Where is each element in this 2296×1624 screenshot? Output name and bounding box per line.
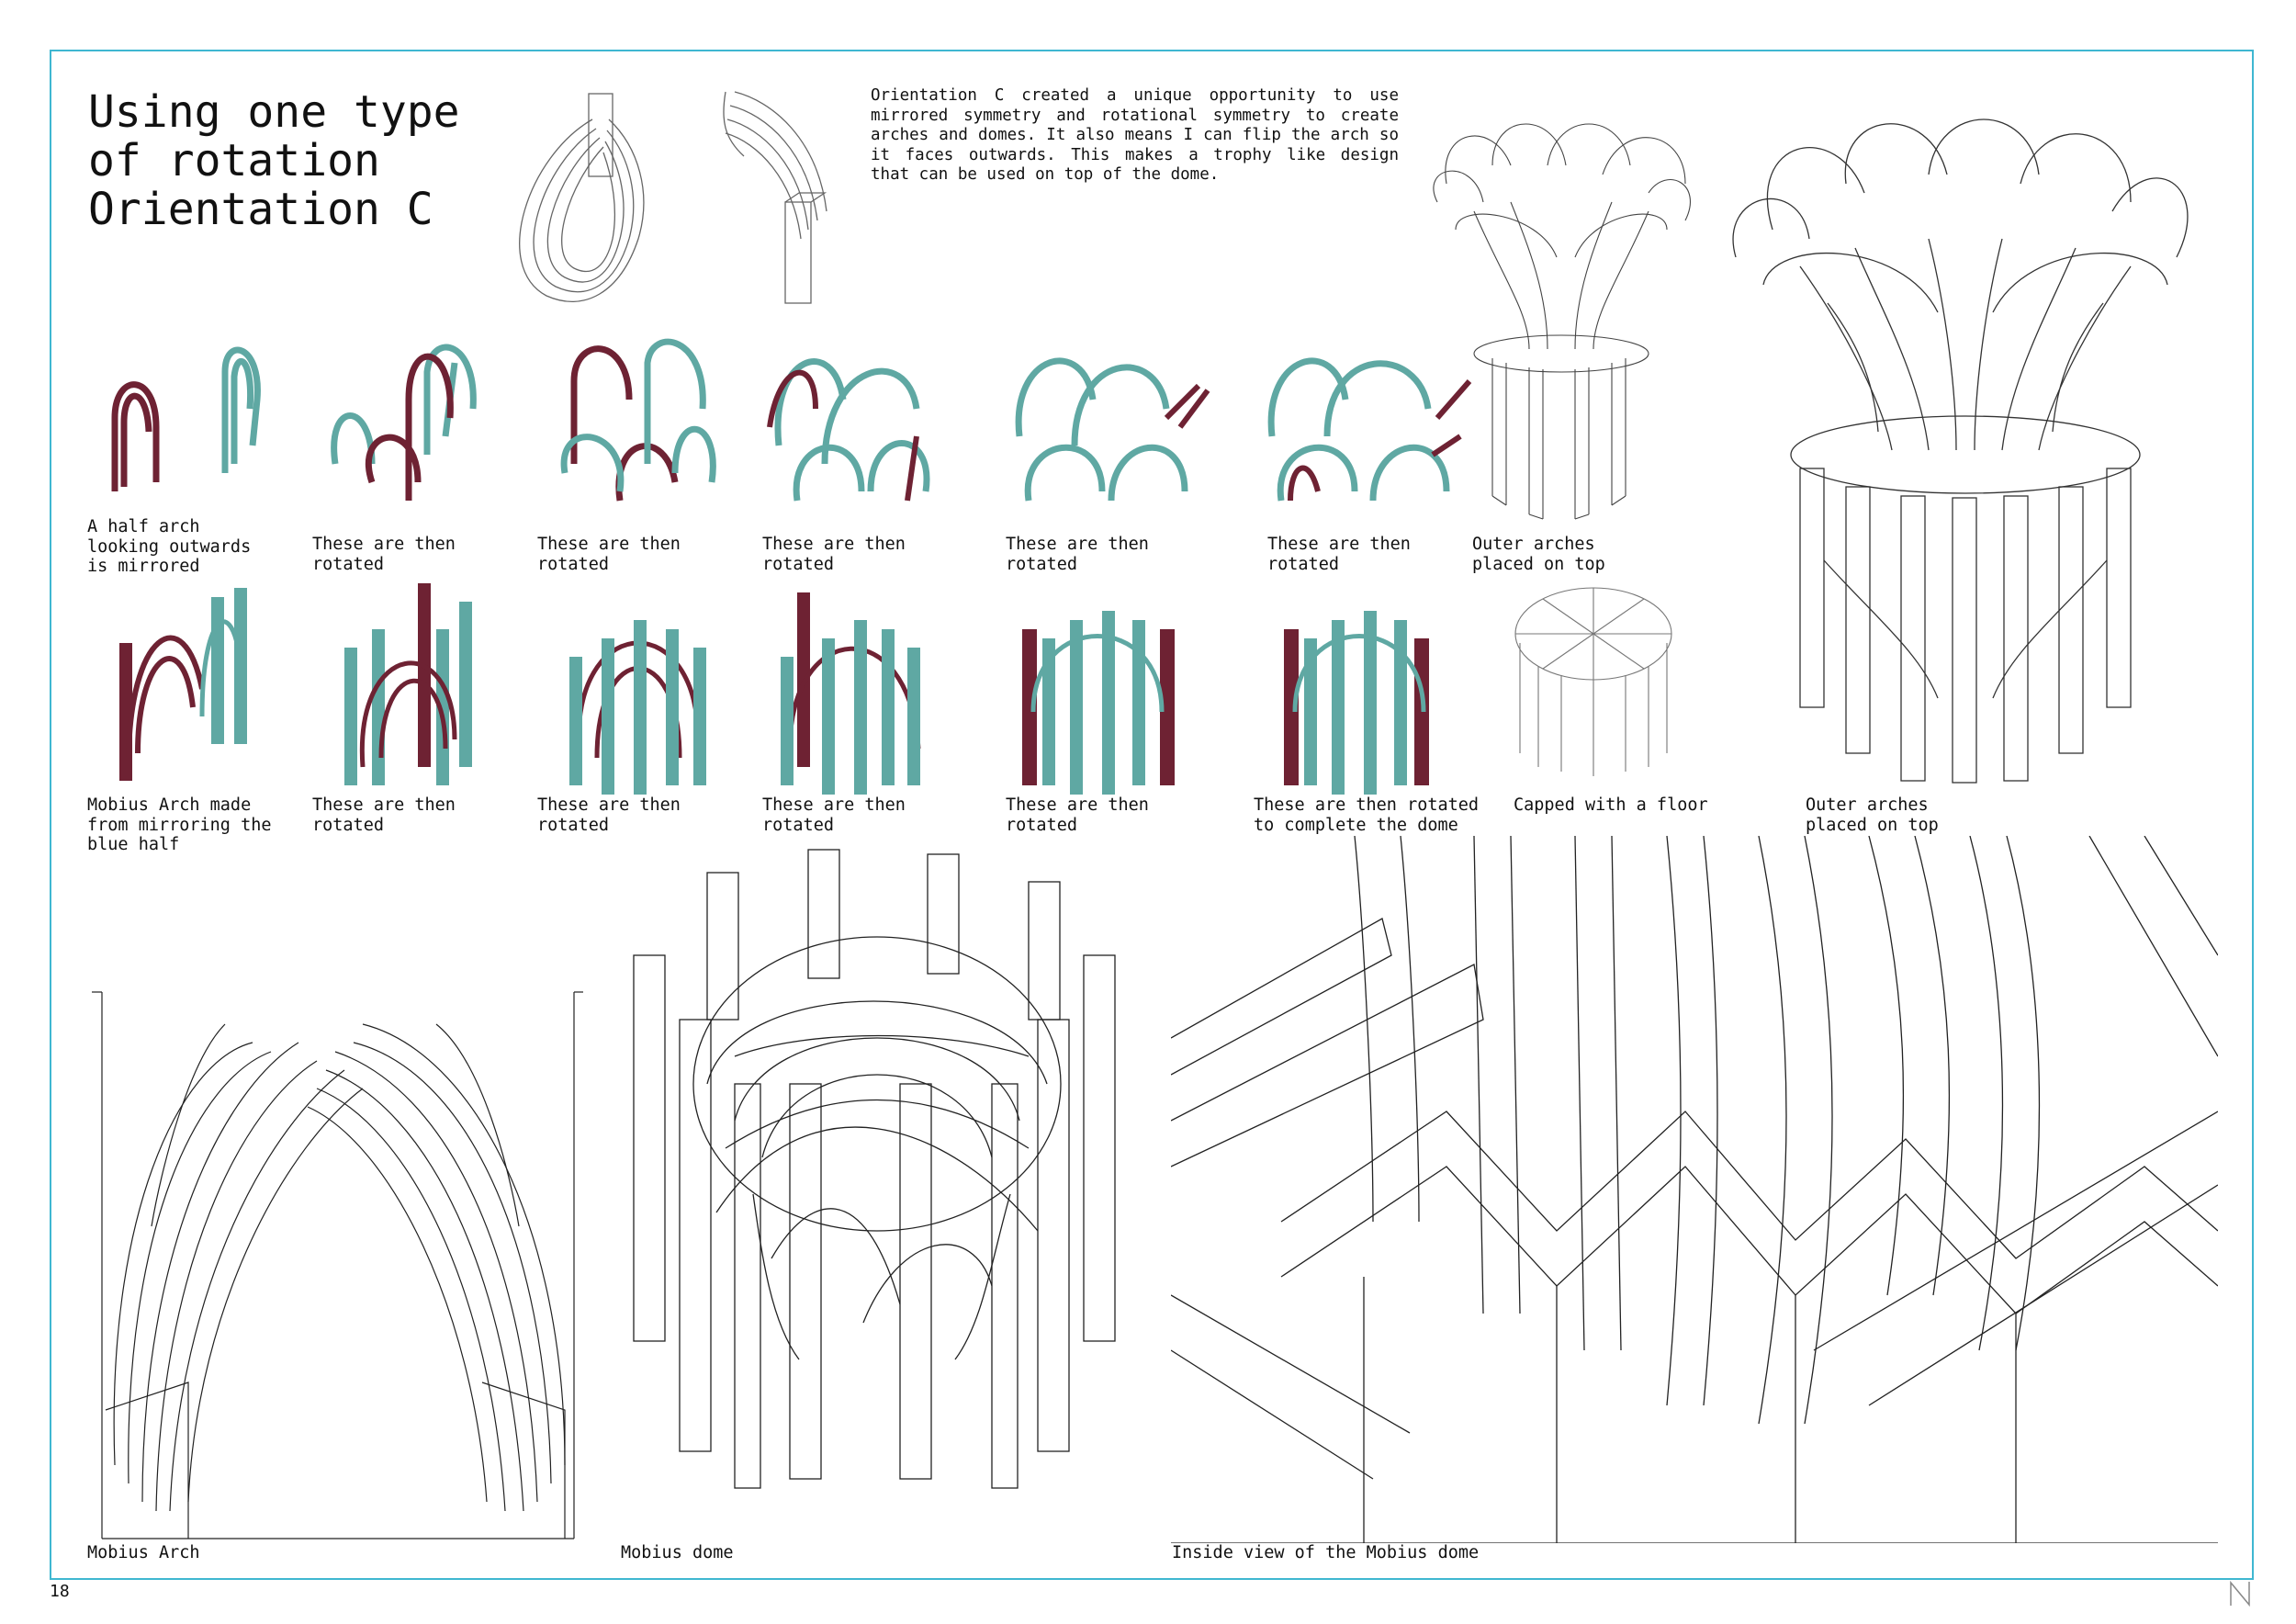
row1-caption-1: A half arch looking outwards is mirrored [87,517,252,576]
row1-caption-7: Outer arches placed on top [1472,535,1605,574]
row2-caption-5: These are then rotated [1006,795,1149,835]
caption-mobius-dome: Mobius dome [621,1543,734,1562]
row1-figure-3 [546,326,721,519]
intro-text: Orientation C created a unique opportuni… [871,86,1399,184]
row1-caption-4: These are then rotated [762,535,906,574]
page-title: Using one type of rotation Orientation C [88,86,460,235]
row1-figure-6 [1254,326,1474,519]
row2-figure-4 [771,574,928,795]
caption-inside-view: Inside view of the Mobius dome [1172,1543,1480,1562]
row2-figure-2 [335,574,482,795]
row1-figure-1 [92,335,266,510]
row1-figure-4 [760,326,944,519]
trophy-small-figure [1419,110,1713,524]
row2-caption-4: These are then rotated [762,795,906,835]
page-number: 18 [50,1582,70,1601]
row2-caption-8: Outer arches placed on top [1806,795,1939,835]
row2-caption-1: Mobius Arch made from mirroring the blue… [87,795,272,854]
page-frame [50,50,2254,1580]
row2-caption-2: These are then rotated [312,795,456,835]
row1-caption-5: These are then rotated [1006,535,1149,574]
row2-figure-5 [1015,574,1180,795]
row2-caption-6: These are then rotated to complete the d… [1254,795,1480,835]
row2-figure-6 [1277,574,1442,795]
row2-caption-3: These are then rotated [537,795,681,835]
row1-figure-2 [317,326,501,519]
caption-mobius-arch: Mobius Arch [87,1543,200,1562]
half-arch-sketch-side [716,83,854,312]
mobius-dome-drawing [625,845,1134,1506]
logo-icon [2228,1580,2252,1607]
half-arch-sketch-front [501,83,666,308]
row2-figure-floor [1506,579,1681,781]
row1-figure-5 [1001,326,1212,519]
trophy-large-figure [1717,101,2213,790]
inside-view-drawing [1171,836,2218,1543]
row1-caption-3: These are then rotated [537,535,681,574]
row2-figure-1 [101,579,257,790]
row2-caption-7: Capped with a floor [1514,795,1708,815]
row1-caption-6: These are then rotated [1267,535,1411,574]
row2-figure-3 [560,574,716,795]
mobius-arch-drawing [87,987,588,1543]
row1-caption-2: These are then rotated [312,535,456,574]
